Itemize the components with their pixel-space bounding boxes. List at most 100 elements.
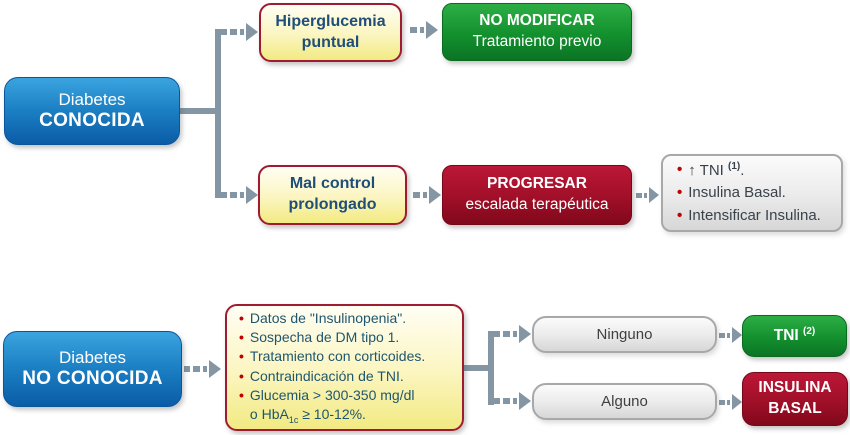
- list-item-text: Intensificar Insulina.: [688, 206, 821, 224]
- arrow-dash: [503, 398, 510, 404]
- node-label-line1: PROGRESAR: [487, 175, 587, 193]
- node-tni: TNI (2): [742, 315, 847, 357]
- node-mal-control-prolongado: Mal control prolongado: [258, 165, 407, 225]
- arrowhead-icon: [519, 325, 531, 343]
- node-label-line1: Diabetes: [58, 348, 127, 367]
- connector-known-stub: [180, 108, 221, 114]
- arrowhead-icon: [649, 187, 659, 203]
- arrow-to-criteria: [184, 360, 221, 378]
- node-label-line1: Mal control: [289, 175, 376, 193]
- list-item-text: Datos de "Insulinopenia".: [249, 310, 407, 327]
- list-item: • ↑ TNI (1).: [677, 159, 744, 183]
- node-label-line1: Diabetes: [58, 90, 126, 109]
- arrow-to-progresar: [410, 186, 441, 204]
- connector-known-branch: [215, 29, 221, 198]
- arrow-to-no-modificar: [407, 21, 438, 39]
- node-label-line2: CONOCIDA: [39, 110, 145, 131]
- list-item-text: Insulina Basal.: [688, 184, 786, 202]
- arrow-dash: [423, 192, 427, 198]
- arrow-dash: [413, 192, 420, 198]
- list-item-text: Sospecha de DM tipo 1.: [249, 329, 400, 346]
- arrow-dash: [727, 332, 730, 338]
- arrow-to-mal-control: [221, 186, 258, 204]
- node-label-line1: INSULINA: [758, 379, 832, 397]
- arrow-to-escalada-options: [636, 186, 659, 204]
- node-insulina-basal: INSULINA BASAL: [742, 372, 848, 426]
- arrow-to-tni: [719, 326, 742, 344]
- list-item-text: Tratamiento con corticoides.: [249, 348, 426, 365]
- list-item-text: ↑ TNI (1).: [688, 160, 745, 179]
- node-label-line1: Hiperglucemia: [275, 12, 386, 30]
- bullet-icon: •: [239, 329, 244, 346]
- list-item: • Sospecha de DM tipo 1.: [239, 328, 399, 347]
- arrow-to-hiperglucemia: [221, 23, 258, 41]
- node-label-line2: puntual: [301, 33, 360, 51]
- arrowhead-icon: [246, 186, 258, 204]
- list-item: • Insulina Basal.: [677, 182, 786, 205]
- arrowhead-icon: [429, 186, 441, 204]
- arrow-dash: [193, 366, 200, 372]
- node-label-line1: NO MODIFICAR: [479, 12, 595, 30]
- node-label-line2: BASAL: [768, 400, 822, 417]
- node-progresar: PROGRESAR escalada terapéutica: [442, 165, 632, 225]
- bullet-icon: •: [677, 206, 683, 224]
- node-label: Alguno: [601, 393, 648, 410]
- list-item: • Datos de "Insulinopenia".: [239, 309, 406, 328]
- bullet-icon: •: [677, 160, 683, 178]
- arrow-shaft: [184, 366, 190, 372]
- arrow-shaft: [221, 29, 227, 35]
- arrow-dash: [513, 331, 517, 337]
- arrow-dash: [719, 332, 725, 338]
- list-item: • Tratamiento con corticoides.: [239, 347, 425, 366]
- list-item: • Intensificar Insulina.: [677, 205, 821, 228]
- arrow-to-ninguno: [494, 325, 531, 343]
- arrow-to-insulina-basal: [719, 393, 742, 411]
- arrowhead-icon: [426, 21, 438, 39]
- arrow-shaft: [221, 192, 227, 198]
- arrow-dash: [644, 192, 647, 198]
- arrow-dash: [727, 399, 730, 405]
- arrow-dash: [636, 192, 642, 198]
- arrow-shaft: [494, 398, 500, 404]
- node-ninguno: Ninguno: [532, 316, 717, 353]
- arrowhead-icon: [732, 327, 742, 343]
- arrow-dash: [420, 27, 424, 33]
- bullet-icon: •: [239, 367, 244, 384]
- arrow-dash: [203, 366, 207, 372]
- arrow-dash: [230, 29, 237, 35]
- node-label-line2: prolongado: [288, 196, 377, 213]
- node-no-modificar: NO MODIFICAR Tratamiento previo: [442, 3, 632, 61]
- node-criteria-list: • Datos de "Insulinopenia". • Sospecha d…: [225, 304, 464, 431]
- bullet-icon: •: [677, 184, 683, 202]
- node-label-line2: NO CONOCIDA: [22, 368, 163, 389]
- arrow-dash: [230, 192, 237, 198]
- node-label-line2: Tratamiento previo: [472, 33, 602, 50]
- bullet-icon: •: [239, 310, 244, 327]
- list-item: • Contraindicación de TNI.: [239, 367, 404, 386]
- arrowhead-icon: [209, 360, 221, 378]
- arrow-dash: [719, 399, 725, 405]
- node-alguno: Alguno: [532, 383, 717, 420]
- arrow-to-alguno: [494, 392, 531, 410]
- bullet-icon: •: [239, 386, 244, 403]
- node-hiperglucemia-puntual: Hiperglucemia puntual: [259, 3, 402, 62]
- node-label-line2: escalada terapéutica: [465, 196, 609, 213]
- arrowhead-icon: [732, 394, 742, 410]
- bullet-icon: •: [239, 348, 244, 365]
- arrow-dash: [240, 192, 244, 198]
- connector-unknown-stub: [464, 365, 491, 371]
- node-escalada-options-list: • ↑ TNI (1). • Insulina Basal. • Intensi…: [661, 154, 843, 232]
- list-item-text: Contraindicación de TNI.: [249, 367, 404, 384]
- node-label: TNI (2): [773, 325, 816, 345]
- node-diabetes-no-conocida: Diabetes NO CONOCIDA: [3, 331, 182, 407]
- arrow-dash: [410, 27, 417, 33]
- arrow-shaft: [494, 331, 500, 337]
- arrow-dash: [513, 398, 517, 404]
- node-label: Ninguno: [596, 326, 653, 343]
- arrowhead-icon: [246, 23, 258, 41]
- arrow-dash: [240, 29, 244, 35]
- connector-unknown-branch: [488, 331, 494, 405]
